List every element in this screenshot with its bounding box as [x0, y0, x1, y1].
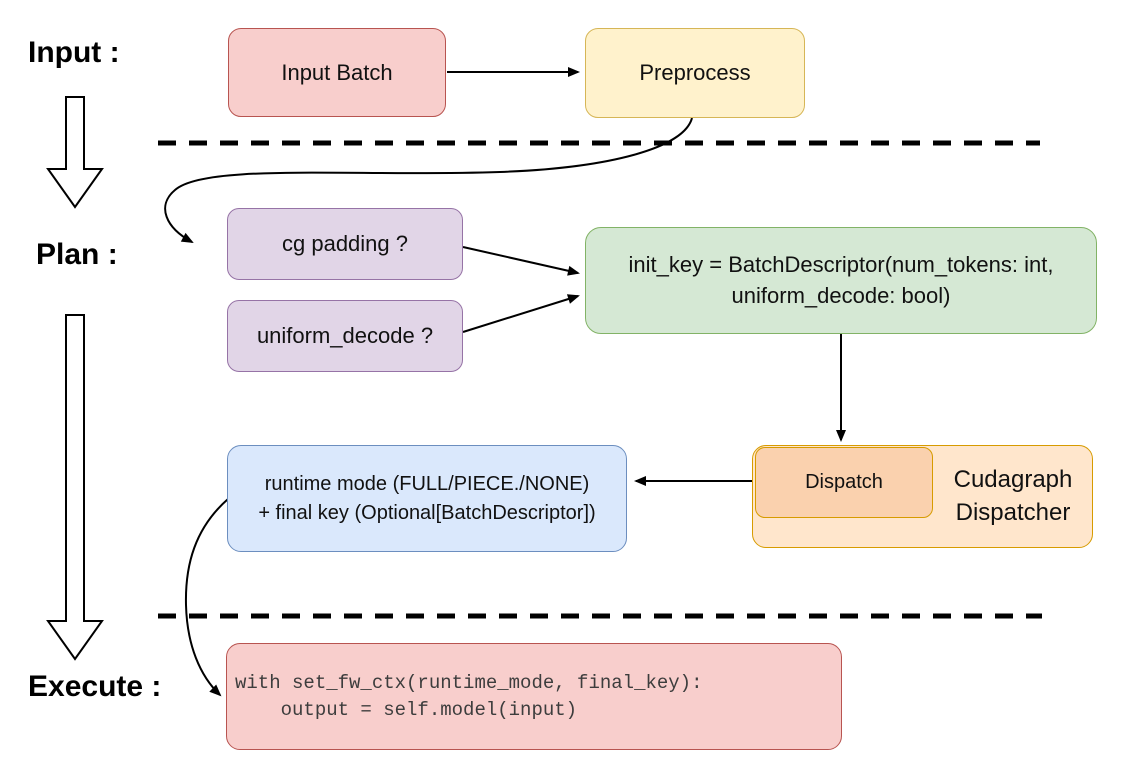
block-down-arrow-plan-execute [46, 314, 104, 661]
node-cg-padding: cg padding ? [227, 208, 463, 280]
node-input-batch: Input Batch [228, 28, 446, 117]
node-init-key-label: init_key = BatchDescriptor(num_tokens: i… [628, 252, 1054, 308]
arrow-uniformdecode-to-initkey [462, 294, 580, 333]
node-dispatch: Dispatch [755, 447, 933, 518]
node-runtime-mode: runtime mode (FULL/PIECE./NONE) + final … [227, 445, 627, 552]
node-uniform-decode-label: uniform_decode ? [256, 323, 434, 348]
arrow-cgpadding-to-initkey [462, 246, 580, 276]
arrow-runtimemode-to-executecode [184, 498, 229, 697]
node-init-key: init_key = BatchDescriptor(num_tokens: i… [585, 227, 1097, 334]
node-execute-code: with set_fw_ctx(runtime_mode, final_key)… [226, 643, 842, 750]
node-execute-code-text: with set_fw_ctx(runtime_mode, final_key)… [235, 671, 703, 721]
section-label-plan: Plan : [36, 238, 118, 271]
section-label-input: Input : [28, 36, 120, 69]
node-cg-padding-label: cg padding ? [282, 231, 408, 256]
node-input-batch-label: Input Batch [281, 59, 393, 85]
node-cudagraph-dispatcher-labelwrap: Cudagraph Dispatcher [933, 445, 1093, 548]
node-dispatch-label: Dispatch [805, 471, 883, 493]
block-down-arrow-input-plan [46, 96, 104, 209]
section-label-execute: Execute : [28, 670, 162, 703]
node-cudagraph-dispatcher-label: Cudagraph Dispatcher [953, 466, 1073, 526]
arrow-preprocess-to-cgpadding [164, 117, 693, 243]
node-runtime-mode-label: runtime mode (FULL/PIECE./NONE) + final … [258, 472, 596, 524]
node-preprocess-label: Preprocess [639, 60, 751, 85]
node-uniform-decode: uniform_decode ? [227, 300, 463, 372]
node-preprocess: Preprocess [585, 28, 805, 118]
